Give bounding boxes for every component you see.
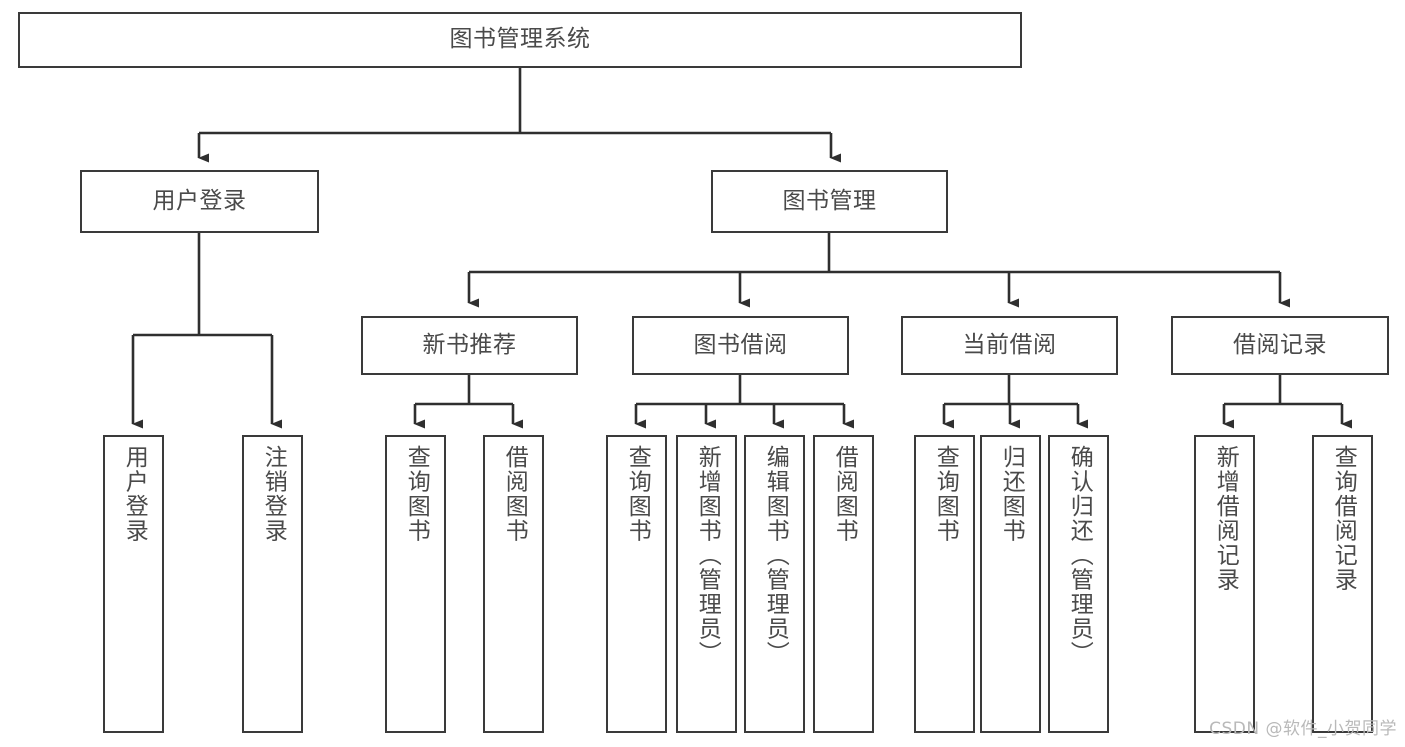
leaf-query-book-recommend[interactable]: 查询图书 bbox=[385, 435, 446, 733]
node-label: 查询借阅记录 bbox=[1330, 445, 1357, 592]
leaf-return-book[interactable]: 归还图书 bbox=[980, 435, 1041, 733]
node-label: 图书管理 bbox=[782, 187, 877, 214]
node-label: 当前借阅 bbox=[962, 331, 1057, 358]
leaf-add-book[interactable]: 新增图书（管理员） bbox=[676, 435, 737, 733]
leaf-query-book-borrow[interactable]: 查询图书 bbox=[606, 435, 667, 733]
node-label: 用户登录 bbox=[121, 445, 148, 543]
node-label: 借阅图书 bbox=[501, 445, 528, 543]
node-label: 借阅图书 bbox=[831, 445, 858, 543]
node-label: 查询图书 bbox=[403, 445, 430, 543]
leaf-query-borrow-record[interactable]: 查询借阅记录 bbox=[1312, 435, 1373, 733]
leaf-user-login[interactable]: 用户登录 bbox=[103, 435, 164, 733]
node-label: 借阅记录 bbox=[1233, 331, 1327, 358]
node-borrow-record[interactable]: 借阅记录 bbox=[1171, 316, 1389, 375]
node-book-manage[interactable]: 图书管理 bbox=[711, 170, 948, 233]
node-label: 用户登录 bbox=[152, 187, 247, 214]
node-label: 确认归还（管理员） bbox=[1066, 445, 1093, 666]
node-label: 归还图书 bbox=[998, 445, 1025, 543]
node-label: 新书推荐 bbox=[422, 331, 517, 358]
node-label: 新增借阅记录 bbox=[1212, 445, 1239, 592]
leaf-borrow-book[interactable]: 借阅图书 bbox=[813, 435, 874, 733]
leaf-add-borrow-record[interactable]: 新增借阅记录 bbox=[1194, 435, 1255, 733]
node-root-system[interactable]: 图书管理系统 bbox=[18, 12, 1022, 68]
node-label: 注销登录 bbox=[260, 445, 287, 543]
node-label: 新增图书（管理员） bbox=[694, 445, 721, 666]
leaf-borrow-book-recommend[interactable]: 借阅图书 bbox=[483, 435, 544, 733]
node-current-borrow[interactable]: 当前借阅 bbox=[901, 316, 1118, 375]
leaf-logout-login[interactable]: 注销登录 bbox=[242, 435, 303, 733]
node-label: 查询图书 bbox=[624, 445, 651, 543]
node-label: 图书借阅 bbox=[693, 331, 788, 358]
leaf-confirm-return[interactable]: 确认归还（管理员） bbox=[1048, 435, 1109, 733]
leaf-edit-book[interactable]: 编辑图书（管理员） bbox=[744, 435, 805, 733]
leaf-query-book-current[interactable]: 查询图书 bbox=[914, 435, 975, 733]
node-book-borrow[interactable]: 图书借阅 bbox=[632, 316, 849, 375]
node-label: 编辑图书（管理员） bbox=[762, 445, 789, 666]
node-label: 查询图书 bbox=[932, 445, 959, 543]
node-label: 图书管理系统 bbox=[449, 26, 591, 53]
node-new-book-recommend[interactable]: 新书推荐 bbox=[361, 316, 578, 375]
csdn-watermark: CSDN @软件_小贺同学 bbox=[1209, 719, 1397, 739]
node-user-login[interactable]: 用户登录 bbox=[80, 170, 319, 233]
